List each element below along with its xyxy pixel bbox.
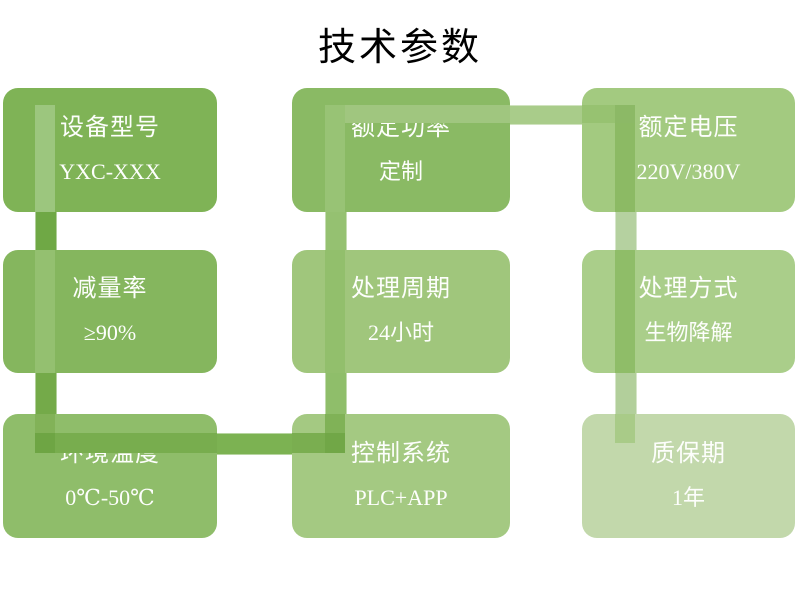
slide-title: 技术参数: [317, 27, 482, 69]
connector-segment-mid-in-box2: [325, 105, 345, 212]
connector-segment-right-gap-6-9: [615, 373, 637, 414]
connector-segment-left-in-box7-top: [35, 414, 55, 433]
card-value: 0℃-50℃: [65, 484, 155, 510]
connector-segment-left-in-box1: [35, 105, 55, 212]
card-treatment-method: 处理方式 生物降解: [582, 250, 795, 373]
connector-junction-box3: [615, 105, 635, 123]
connector-segment-right-gap-3-6: [615, 212, 637, 250]
card-title: 处理周期: [351, 276, 451, 302]
connector-segment-top-in-box3: [582, 105, 615, 123]
card-title: 减量率: [72, 276, 148, 302]
connector-segment-bottom-in-box7: [55, 433, 217, 453]
connector-segment-bottom-gap-7-8: [217, 433, 292, 455]
card-value: 1年: [671, 484, 705, 510]
card-value: ≥90%: [83, 320, 137, 345]
connector-segment-mid-gap-5-8: [325, 373, 347, 414]
card-value: 生物降解: [644, 320, 733, 345]
connector-junction-box8: [325, 433, 345, 453]
connector-segment-top-gap-2-3: [510, 105, 582, 125]
card-value: 24小时: [367, 320, 434, 345]
connector-segment-right-in-box9: [615, 414, 635, 443]
card-title: 设备型号: [60, 114, 160, 141]
card-value: PLC+APP: [354, 484, 448, 510]
connector-segment-mid-in-box5: [325, 250, 345, 373]
card-title: 控制系统: [351, 440, 451, 467]
connector-segment-top-in-box2: [345, 105, 510, 123]
connector-segment-mid-gap-2-5: [325, 212, 347, 250]
card-title: 质保期: [651, 440, 726, 467]
card-warranty-period: 质保期 1年: [582, 414, 795, 538]
connector-segment-left-in-box4: [35, 250, 55, 373]
card-value: YXC-XXX: [59, 158, 161, 184]
card-value: 220V/380V: [636, 158, 741, 184]
connector-segment-mid-in-box8-top: [325, 414, 345, 433]
card-title: 处理方式: [638, 276, 739, 302]
connector-segment-left-gap-4-7: [35, 373, 57, 414]
connector-segment-bottom-in-box8: [292, 433, 325, 453]
connector-junction-box7: [35, 433, 55, 453]
connector-segment-right-in-box3: [615, 123, 635, 212]
connector-segment-right-in-box6: [615, 250, 635, 373]
card-value: 定制: [378, 158, 423, 184]
connector-segment-left-gap-1-4: [35, 212, 57, 250]
card-title: 额定电压: [638, 114, 739, 141]
